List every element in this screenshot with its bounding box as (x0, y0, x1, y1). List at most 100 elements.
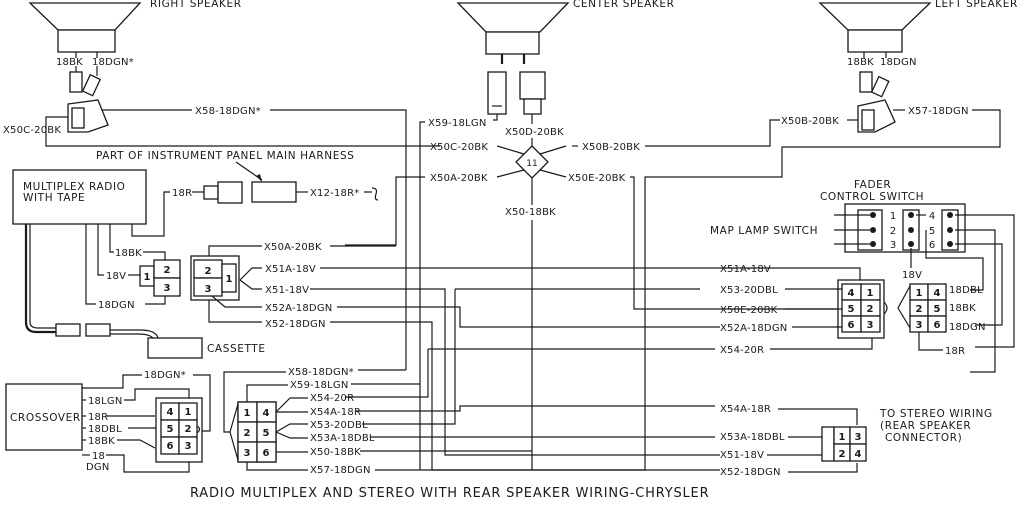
svg-text:2: 2 (244, 428, 251, 439)
rear-speaker-connector: 1 3 2 4 (821, 426, 867, 462)
crossover (5, 383, 83, 451)
svg-text:2: 2 (205, 266, 212, 277)
wire-label: 18R (945, 346, 965, 357)
wire-label: X58-18DGN* (288, 367, 354, 378)
left-speaker (818, 2, 932, 133)
wire-label: X51A-18V (265, 264, 316, 275)
svg-text:2: 2 (164, 265, 171, 276)
wire-label: X50-18BK (310, 447, 361, 458)
wire-label: 18BK (949, 303, 976, 314)
svg-text:5: 5 (934, 304, 941, 315)
wire-label: X51A-18V (720, 264, 771, 275)
center-speaker-label: CENTER SPEAKER (573, 0, 675, 10)
fader-label: FADER (854, 179, 891, 191)
svg-text:6: 6 (929, 240, 935, 251)
wire-label: 18DGN* (92, 57, 134, 68)
wire-label: X50E-20BK (568, 173, 626, 184)
wire-label: X57-18DGN (908, 106, 969, 117)
svg-text:4: 4 (929, 211, 935, 222)
wire-label: 18R (172, 188, 192, 199)
mid-connector: 2 3 1 (190, 255, 240, 301)
stereo-wiring-label: TO STEREO WIRING (879, 408, 993, 420)
crossover-connector: 4 1 5 2 6 3 (155, 397, 203, 463)
wire-label: X53A-18DBL (720, 432, 785, 443)
wire-label: X51-18V (265, 285, 309, 296)
svg-text:5: 5 (263, 428, 270, 439)
cassette-label: CASSETTE (207, 343, 266, 355)
wire-label: X54A-18R (720, 404, 771, 415)
svg-text:3: 3 (244, 448, 251, 459)
svg-text:2: 2 (890, 226, 896, 237)
cassette (147, 337, 203, 359)
svg-text:2: 2 (839, 449, 846, 460)
svg-text:4: 4 (263, 408, 270, 419)
wire-label: 18DGN (880, 57, 917, 68)
wire-label: DGN (86, 462, 110, 473)
wire-label: 18BK (56, 57, 83, 68)
wire-label: X50-18BK (505, 207, 556, 218)
radio-connector: 1 2 3 (139, 259, 181, 297)
center-6pin-connector: 4 1 5 2 6 3 (837, 279, 888, 339)
wire-label: X59-18LGN (428, 118, 487, 129)
wire-label: 18DBL (949, 285, 983, 296)
crossover-label: CROSSOVER (10, 412, 81, 424)
svg-text:6: 6 (167, 441, 174, 452)
wire-label: X52-18DGN (720, 467, 781, 478)
svg-text:6: 6 (263, 448, 270, 459)
wire-label: X58-18DGN* (195, 106, 261, 117)
svg-text:4: 4 (848, 288, 855, 299)
svg-text:2: 2 (916, 304, 923, 315)
wire-label: 18DGN (98, 300, 135, 311)
wire-label: 18V (902, 270, 922, 281)
fader-6pin-connector: 1 4 2 5 3 6 (897, 283, 947, 333)
svg-text:3: 3 (185, 441, 192, 452)
svg-text:3: 3 (867, 320, 874, 331)
map-lamp-label: MAP LAMP SWITCH (710, 225, 818, 237)
wire-label: X54-20R (720, 345, 764, 356)
wire-label: X50E-20BK (720, 305, 778, 316)
wire-label: X52A-18DGN (265, 303, 332, 314)
multiplex-radio (12, 169, 147, 225)
svg-text:1: 1 (839, 432, 846, 443)
wire-label: X54A-18R (310, 407, 361, 418)
wire-label: 18DBL (88, 424, 122, 435)
svg-text:5: 5 (848, 304, 855, 315)
svg-text:6: 6 (934, 320, 941, 331)
wire-label: 18DGN (949, 322, 986, 333)
svg-text:1: 1 (144, 272, 151, 283)
svg-text:5: 5 (929, 226, 935, 237)
harness-note: PART OF INSTRUMENT PANEL MAIN HARNESS (96, 150, 355, 162)
wire-label: X52A-18DGN (720, 323, 787, 334)
wire-label: X59-18LGN (290, 380, 349, 391)
stereo-wiring-label: (REAR SPEAKER (880, 420, 971, 432)
right-speaker (28, 2, 142, 133)
svg-text:3: 3 (164, 283, 171, 294)
splice-11: 11 (515, 145, 549, 179)
wire-label: 18DGN* (144, 370, 186, 381)
left-speaker-label: LEFT SPEAKER (935, 0, 1018, 10)
wire-label: 18BK (88, 436, 115, 447)
diagram-title: RADIO MULTIPLEX AND STEREO WITH REAR SPE… (190, 486, 709, 501)
svg-text:6: 6 (848, 320, 855, 331)
wire-label: X53-20DBL (720, 285, 778, 296)
wire-label: X50A-20BK (430, 173, 488, 184)
wire-label: 18 (92, 451, 105, 462)
svg-text:5: 5 (167, 424, 174, 435)
svg-text:1: 1 (226, 274, 233, 285)
svg-text:4: 4 (934, 288, 941, 299)
svg-text:4: 4 (855, 449, 862, 460)
wire-label: 18BK (115, 248, 142, 259)
radio-label: WITH TAPE (23, 192, 85, 204)
svg-text:1: 1 (867, 288, 874, 299)
svg-text:1: 1 (890, 211, 896, 222)
fader-label: CONTROL SWITCH (820, 191, 924, 203)
wire-label: X53A-18DBL (310, 433, 375, 444)
svg-text:3: 3 (890, 240, 896, 251)
wire-label: X50B-20BK (781, 116, 839, 127)
wire-label: 18BK (847, 57, 874, 68)
wire-label: X52-18DGN (265, 319, 326, 330)
svg-text:3: 3 (855, 432, 862, 443)
wire-label: X57-18DGN (310, 465, 371, 476)
stereo-wiring-label: CONNECTOR) (885, 432, 962, 444)
svg-text:3: 3 (916, 320, 923, 331)
